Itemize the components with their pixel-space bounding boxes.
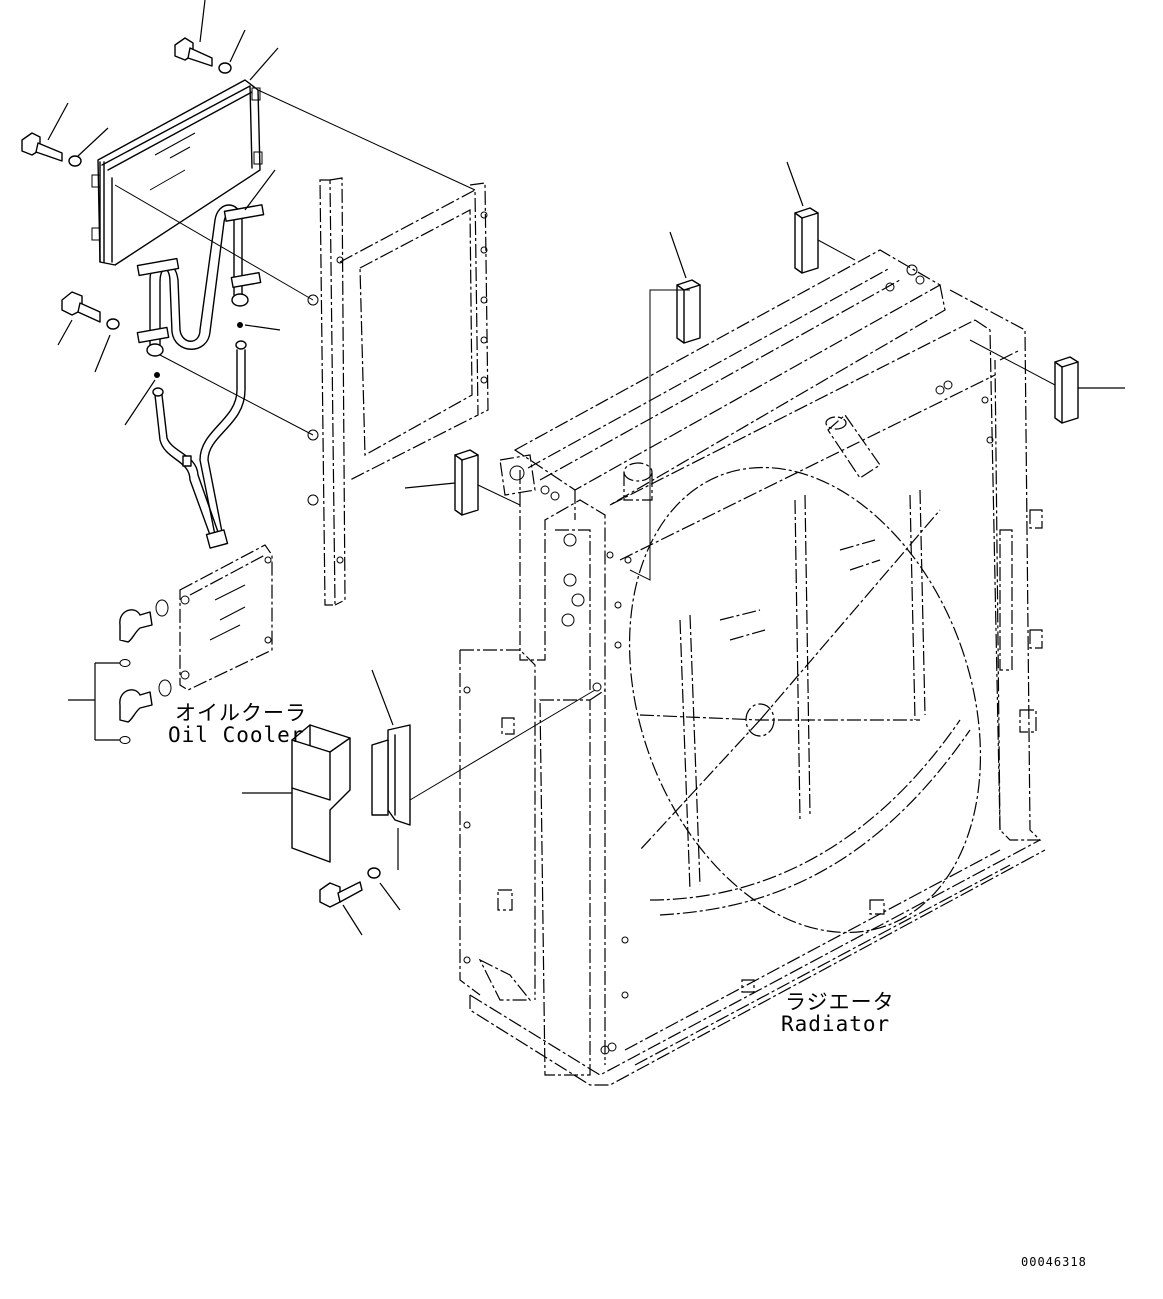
radiator-label-jp: ラジエータ <box>785 990 895 1014</box>
cooler-hoses <box>152 322 247 549</box>
seal-block-large <box>291 724 351 863</box>
seal-pad-3 <box>794 207 819 274</box>
mounting-bracket <box>371 689 596 870</box>
bolt-top <box>174 37 232 74</box>
drawing-number: 00046318 <box>1021 1255 1087 1269</box>
callout-leaders <box>47 0 1125 936</box>
bolt-bottom <box>319 867 381 908</box>
bolt-left <box>21 132 82 167</box>
oil-cooler-secondary <box>68 544 273 744</box>
bolt-mid <box>61 291 120 330</box>
oil-cooler-frame <box>307 177 489 606</box>
oil-cooler-label-en: Oil Cooler <box>168 723 305 747</box>
seal-pad-1 <box>454 449 479 516</box>
radiator-label-en: Radiator <box>781 1012 891 1036</box>
seal-pad-2 <box>676 279 701 344</box>
cooler-pipe <box>136 204 265 357</box>
oil-cooler-core <box>91 79 476 436</box>
radiator-assembly <box>459 249 1046 1086</box>
oil-cooler-label-jp: オイルクーラ <box>175 701 307 725</box>
seal-pad-4 <box>1054 356 1079 424</box>
